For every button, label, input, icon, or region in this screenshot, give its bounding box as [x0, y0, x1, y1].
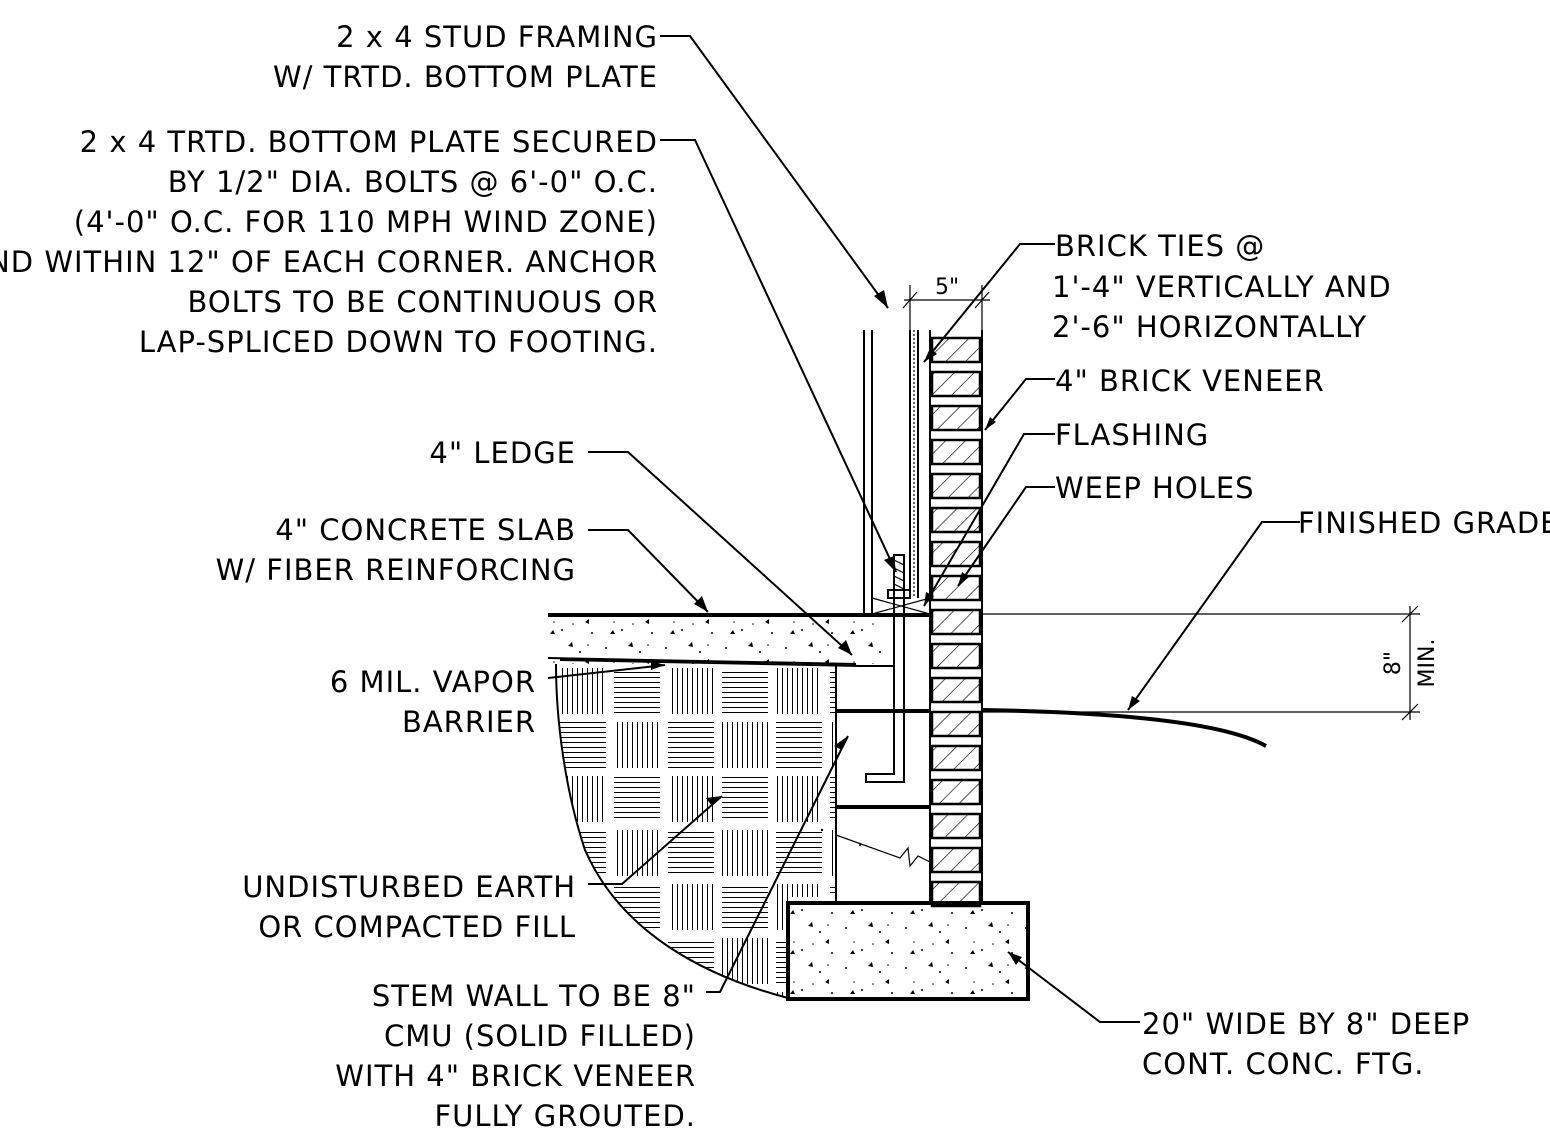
earth-block	[560, 722, 606, 768]
earth-block	[668, 668, 714, 714]
grade-dim-value: 8"	[1381, 651, 1406, 675]
svg-text:CONT. CONC. FTG.: CONT. CONC. FTG.	[1142, 1047, 1425, 1081]
cavity-dimension-label: 5"	[935, 275, 959, 300]
earth-block	[830, 722, 836, 768]
cavity-dimension: 5"	[902, 275, 990, 330]
earth-block	[614, 938, 660, 984]
anchor-bolt	[865, 554, 931, 783]
note-ledge: 4" LEDGE	[429, 436, 576, 470]
svg-text:BRICK TIES @: BRICK TIES @	[1055, 229, 1265, 263]
note-brick-ties: BRICK TIES @ 1'-4" VERTICALLY AND 2'-6" …	[1052, 229, 1392, 344]
note-bottom-plate: 2 x 4 TRTD. BOTTOM PLATE SECURED BY 1/2"…	[0, 125, 658, 359]
svg-text:CMU (SOLID FILLED): CMU (SOLID FILLED)	[384, 1019, 696, 1053]
earth-block	[668, 722, 714, 768]
earth-block	[614, 830, 660, 876]
note-footing: 20" WIDE BY 8" DEEP CONT. CONC. FTG.	[1142, 1007, 1470, 1081]
brick-unit	[930, 540, 982, 568]
note-stem-wall: STEM WALL TO BE 8" CMU (SOLID FILLED) WI…	[335, 979, 696, 1133]
earth-block	[776, 830, 822, 876]
brick-unit	[930, 336, 982, 364]
brick-unit	[930, 642, 982, 670]
earth-block	[776, 722, 822, 768]
svg-text:AND WITHIN 12" OF EACH CORNER.: AND WITHIN 12" OF EACH CORNER. ANCHOR	[0, 245, 658, 279]
brick-veneer	[929, 330, 983, 908]
earth-block	[614, 776, 660, 822]
earth-block	[722, 776, 768, 822]
svg-text:FULLY GROUTED.: FULLY GROUTED.	[434, 1099, 696, 1133]
note-slab: 4" CONCRETE SLAB W/ FIBER REINFORCING	[216, 513, 576, 587]
note-brick-veneer: 4" BRICK VENEER	[1055, 364, 1325, 398]
note-vapor-barrier: 6 MIL. VAPOR BARRIER	[330, 665, 536, 739]
svg-text:2 x 4 TRTD. BOTTOM PLATE SECUR: 2 x 4 TRTD. BOTTOM PLATE SECURED	[80, 125, 658, 159]
earth-block	[722, 830, 768, 876]
brick-unit	[930, 370, 982, 398]
stud-framing	[863, 330, 919, 614]
svg-text:FINISHED GRADE: FINISHED GRADE	[1298, 506, 1550, 540]
svg-text:OR COMPACTED FILL: OR COMPACTED FILL	[258, 910, 576, 944]
earth-block	[776, 668, 822, 714]
earth-block	[668, 884, 714, 930]
svg-text:STEM WALL TO BE 8": STEM WALL TO BE 8"	[372, 979, 696, 1013]
svg-text:6 MIL. VAPOR: 6 MIL. VAPOR	[330, 665, 536, 699]
grade-dim-min: MIN.	[1415, 639, 1440, 688]
svg-text:4" LEDGE: 4" LEDGE	[429, 436, 576, 470]
svg-text:W/ FIBER REINFORCING: W/ FIBER REINFORCING	[216, 553, 576, 587]
brick-unit	[930, 472, 982, 500]
earth-block	[560, 938, 606, 984]
brick-unit	[930, 676, 982, 704]
svg-text:UNDISTURBED EARTH: UNDISTURBED EARTH	[242, 870, 576, 904]
earth-block	[722, 992, 768, 998]
svg-text:(4'-0" O.C. FOR 110 MPH WIND Z: (4'-0" O.C. FOR 110 MPH WIND ZONE)	[74, 205, 658, 239]
note-flashing: FLASHING	[1055, 418, 1209, 452]
earth-block	[722, 722, 768, 768]
earth-block	[776, 776, 822, 822]
earth-block	[722, 668, 768, 714]
svg-text:2'-6" HORIZONTALLY: 2'-6" HORIZONTALLY	[1052, 310, 1367, 344]
earth-block	[830, 830, 836, 876]
note-earth: UNDISTURBED EARTH OR COMPACTED FILL	[242, 870, 576, 944]
brick-unit	[930, 846, 982, 874]
brick-unit	[930, 812, 982, 840]
earth-block	[830, 776, 836, 822]
earth-block	[722, 938, 768, 984]
svg-text:FLASHING: FLASHING	[1055, 418, 1209, 452]
finished-grade-line	[981, 605, 1420, 748]
earth-block	[830, 668, 836, 714]
svg-text:4" CONCRETE SLAB: 4" CONCRETE SLAB	[275, 513, 576, 547]
brick-unit	[930, 778, 982, 806]
note-stud-framing: 2 x 4 STUD FRAMING W/ TRTD. BOTTOM PLATE	[273, 20, 658, 94]
brick-unit	[930, 506, 982, 534]
svg-text:2 x 4 STUD FRAMING: 2 x 4 STUD FRAMING	[336, 20, 658, 54]
earth-block	[614, 668, 660, 714]
svg-text:W/ TRTD. BOTTOM PLATE: W/ TRTD. BOTTOM PLATE	[273, 60, 658, 94]
svg-text:LAP-SPLICED DOWN TO FOOTING.: LAP-SPLICED DOWN TO FOOTING.	[139, 325, 658, 359]
svg-text:BY 1/2" DIA. BOLTS @ 6'-0" O.C: BY 1/2" DIA. BOLTS @ 6'-0" O.C.	[168, 165, 658, 199]
note-finished-grade: FINISHED GRADE	[1298, 506, 1550, 540]
leader-lines	[547, 35, 1300, 1023]
brick-unit	[930, 744, 982, 772]
svg-text:WEEP HOLES: WEEP HOLES	[1055, 471, 1255, 505]
note-weep-holes: WEEP HOLES	[1055, 471, 1255, 505]
leader-arrowheads	[651, 290, 1140, 965]
brick-unit	[930, 404, 982, 432]
concrete-slab	[547, 613, 932, 667]
earth-block	[722, 884, 768, 930]
brick-unit	[930, 710, 982, 738]
svg-text:WITH 4" BRICK VENEER: WITH 4" BRICK VENEER	[335, 1059, 696, 1093]
earth-block	[668, 776, 714, 822]
concrete-footing	[786, 901, 1030, 1001]
brick-unit	[930, 438, 982, 466]
earth-block	[614, 722, 660, 768]
svg-text:BOLTS TO BE CONTINUOUS OR: BOLTS TO BE CONTINUOUS OR	[187, 285, 658, 319]
svg-text:4" BRICK VENEER: 4" BRICK VENEER	[1055, 364, 1325, 398]
svg-text:1'-4" VERTICALLY AND: 1'-4" VERTICALLY AND	[1052, 270, 1392, 304]
brick-unit	[930, 608, 982, 636]
svg-text:BARRIER: BARRIER	[402, 705, 536, 739]
svg-text:20" WIDE BY 8" DEEP: 20" WIDE BY 8" DEEP	[1142, 1007, 1470, 1041]
